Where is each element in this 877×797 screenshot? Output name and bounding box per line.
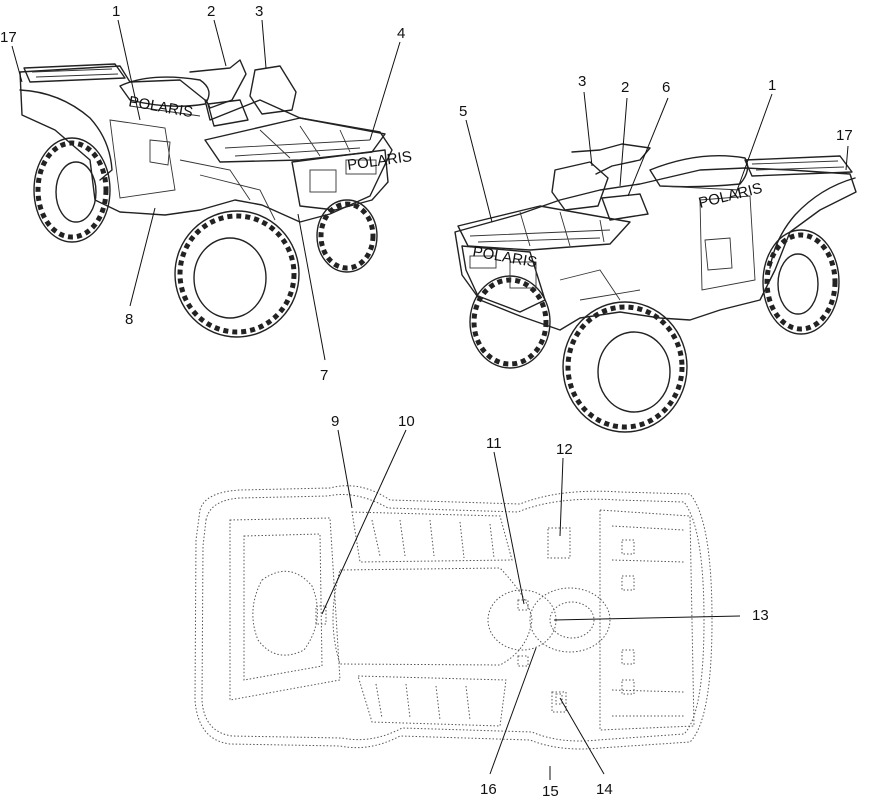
rear-wheel-right xyxy=(762,229,840,335)
front-wheel-right xyxy=(562,301,688,433)
callout-8-left: 8 xyxy=(125,311,133,328)
front-wheel-far xyxy=(316,199,378,273)
atv-left-front-view: POLARIS POLARIS xyxy=(19,59,413,338)
svg-text:POLARIS: POLARIS xyxy=(346,148,413,174)
front-wheel-left xyxy=(174,210,300,338)
callout-2-left: 2 xyxy=(207,3,215,20)
callout-6-right: 6 xyxy=(662,79,670,96)
leader-lines xyxy=(11,19,849,780)
atv-underside-view xyxy=(194,485,713,750)
callout-15: 15 xyxy=(542,783,559,797)
rear-wheel-left xyxy=(33,137,111,243)
callout-2-right: 2 xyxy=(621,79,629,96)
callouts-underside-view: 9 10 11 12 13 16 15 14 xyxy=(331,413,769,797)
callout-1-left: 1 xyxy=(112,3,120,20)
callout-3-left: 3 xyxy=(255,3,263,20)
callout-11: 11 xyxy=(486,435,502,452)
callout-17-left: 17 xyxy=(0,29,17,46)
callout-5-right: 5 xyxy=(459,103,467,120)
callout-3-right: 3 xyxy=(578,73,586,90)
callout-14: 14 xyxy=(596,781,613,797)
callouts-right-view: 3 2 6 1 5 17 xyxy=(459,73,853,144)
callout-13: 13 xyxy=(752,607,769,624)
callout-4-left: 4 xyxy=(397,25,405,42)
callouts-left-view: 17 1 2 3 4 8 7 xyxy=(0,3,405,384)
callout-7-left: 7 xyxy=(320,367,328,384)
callout-1-right: 1 xyxy=(768,77,776,94)
callout-16: 16 xyxy=(480,781,497,797)
callout-9: 9 xyxy=(331,413,339,430)
atv-body-left xyxy=(19,59,393,223)
callout-17-right: 17 xyxy=(836,127,853,144)
hood-brand-decal-left: POLARIS xyxy=(346,148,413,174)
svg-text:POLARIS: POLARIS xyxy=(471,243,538,271)
hood-brand-decal-right: POLARIS xyxy=(471,243,538,271)
callout-10: 10 xyxy=(398,413,415,430)
atv-right-front-view: POLARIS POLARIS xyxy=(454,143,857,433)
callout-12: 12 xyxy=(556,441,573,458)
atv-body-right xyxy=(454,143,857,331)
